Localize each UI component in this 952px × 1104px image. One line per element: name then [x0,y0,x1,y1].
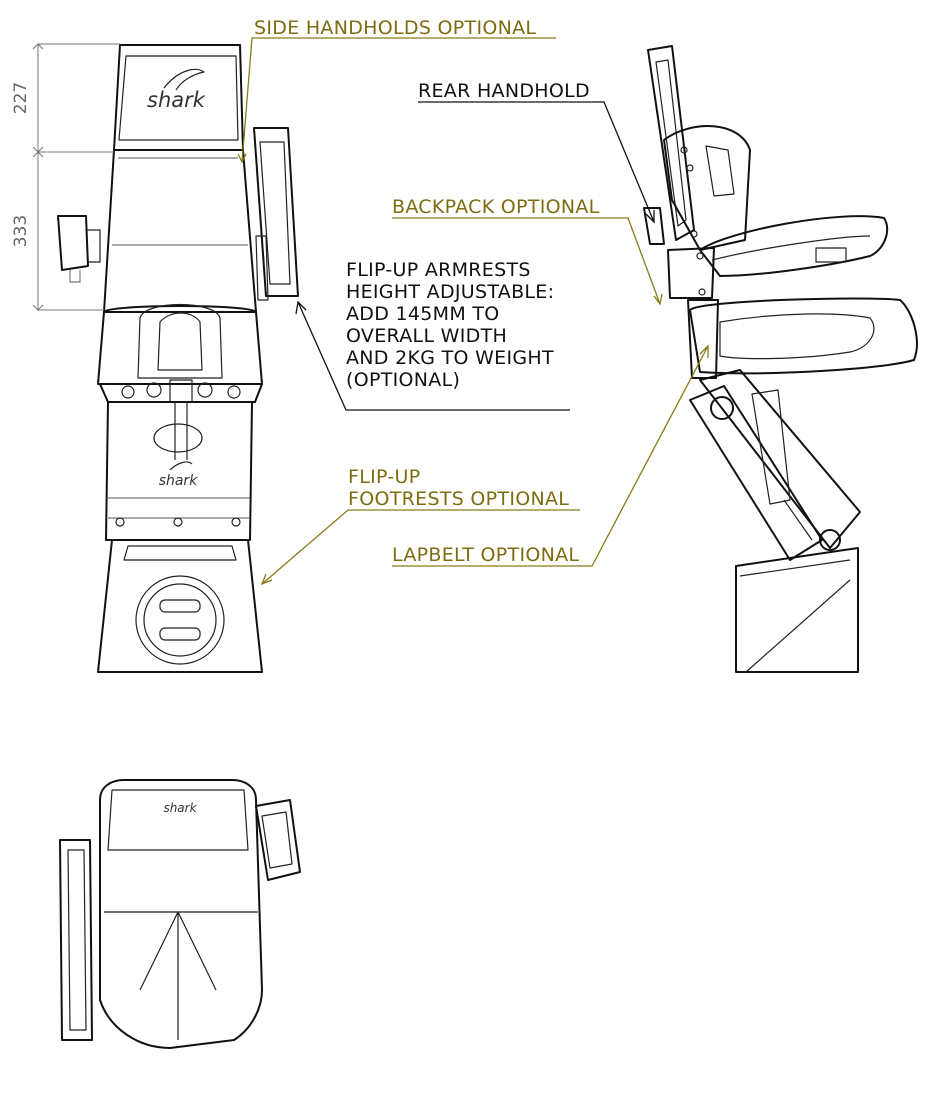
label-lapbelt: LAPBELT OPTIONAL [392,544,579,566]
label-side-handholds: SIDE HANDHOLDS OPTIONAL [254,17,536,39]
shark-logo-plan: shark [163,801,197,815]
dimension-227: 227 [11,82,31,114]
armrest-line-5: AND 2KG TO WEIGHT [346,347,554,369]
top-view [59,779,301,1049]
dimension-333: 333 [11,215,31,247]
shark-logo-top: shark [147,88,206,112]
armrest-note: FLIP-UP ARMRESTS HEIGHT ADJUSTABLE: ADD … [346,259,554,391]
label-footrests-line-2: FOOTRESTS OPTIONAL [348,488,569,510]
armrest-line-1: FLIP-UP ARMRESTS [346,259,531,281]
front-view [57,44,299,673]
shark-logo-pedestal: shark [159,473,199,489]
side-view [643,45,918,673]
armrest-line-3: ADD 145MM TO [346,303,500,325]
label-backpack: BACKPACK OPTIONAL [392,196,600,218]
label-footrests-line-1: FLIP-UP [348,466,420,488]
armrest-line-2: HEIGHT ADJUSTABLE: [346,281,554,303]
dimension-lines [32,43,120,311]
armrest-line-4: OVERALL WIDTH [346,325,507,347]
label-rear-handhold: REAR HANDHOLD [418,80,590,102]
armrest-line-6: (OPTIONAL) [346,369,460,391]
